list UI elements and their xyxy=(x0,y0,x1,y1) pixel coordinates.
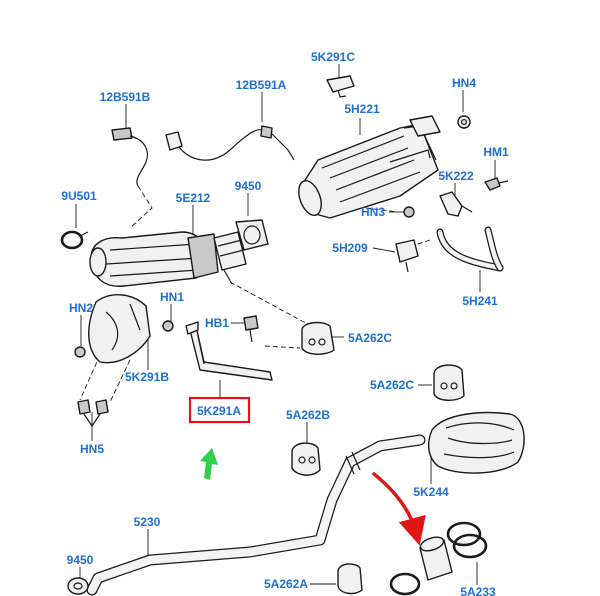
callout-hn4[interactable]: HN4 xyxy=(452,76,476,90)
sensor-12b591a xyxy=(165,125,295,161)
clamp-9u501 xyxy=(60,230,89,250)
pipe-5230 xyxy=(86,434,426,596)
bracket-5k291c xyxy=(326,75,355,98)
tubes-5h241 xyxy=(436,226,504,272)
callout-5h209[interactable]: 5H209 xyxy=(332,241,368,255)
sensor-5h209 xyxy=(395,239,419,273)
bracket-5k291a xyxy=(185,321,273,381)
clips-hn5 xyxy=(77,399,109,428)
callout-12b591a[interactable]: 12B591A xyxy=(236,78,287,92)
heat-shield-5k291b xyxy=(88,294,151,364)
nut-hn1 xyxy=(162,320,174,332)
mount-5a262c-lower xyxy=(433,364,465,401)
dpf-5h221 xyxy=(298,115,441,219)
callout-hn1[interactable]: HN1 xyxy=(160,290,184,304)
nut-hn2 xyxy=(74,346,86,358)
callout-5a262c-upper[interactable]: 5A262C xyxy=(348,331,392,345)
callout-9u501[interactable]: 9U501 xyxy=(61,189,97,203)
callout-hn3[interactable]: HN3 xyxy=(361,205,385,219)
callout-5e212[interactable]: 5E212 xyxy=(176,191,211,205)
highlight-box-5k291a xyxy=(188,396,251,424)
callout-12b591b[interactable]: 12B591B xyxy=(100,90,151,104)
bracket-5k222 xyxy=(439,191,473,217)
callout-hn5[interactable]: HN5 xyxy=(80,442,104,456)
callout-5k222[interactable]: 5K222 xyxy=(438,169,474,183)
mount-5a262a xyxy=(337,563,363,595)
mount-5a262b xyxy=(291,442,321,476)
muffler-5k244 xyxy=(427,411,525,474)
callout-hn2[interactable]: HN2 xyxy=(69,301,93,315)
callout-5k244[interactable]: 5K244 xyxy=(413,485,449,499)
callout-5k291b[interactable]: 5K291B xyxy=(125,370,169,384)
callout-5a233[interactable]: 5A233 xyxy=(460,585,496,596)
callout-5k291a[interactable]: 5K291A xyxy=(197,404,241,418)
callout-5h241[interactable]: 5H241 xyxy=(462,294,498,308)
callout-9450-bottom[interactable]: 9450 xyxy=(67,553,94,567)
callout-5a262b[interactable]: 5A262B xyxy=(286,408,330,422)
nut-hn3 xyxy=(403,206,415,218)
tailpipe-5a233 xyxy=(389,521,488,596)
catalyst-5e212 xyxy=(89,231,219,287)
bolt-hb1 xyxy=(243,315,259,343)
callout-5h221[interactable]: 5H221 xyxy=(344,102,380,116)
callout-5a262c-lower[interactable]: 5A262C xyxy=(370,378,414,392)
nut-hn4 xyxy=(457,115,471,129)
callout-5a262a[interactable]: 5A262A xyxy=(264,577,308,591)
stud-hm1 xyxy=(484,177,509,191)
green-arrow-indicator xyxy=(200,448,218,480)
callout-hm1[interactable]: HM1 xyxy=(483,145,509,159)
sensor-12b591b xyxy=(111,127,149,187)
gasket-9450-bottom xyxy=(67,577,89,595)
callout-5k291c[interactable]: 5K291C xyxy=(311,50,355,64)
red-arrow-indicator xyxy=(372,472,426,546)
callout-labels: 5K291C 12B591A 12B591B HN4 5H221 HM1 9U5… xyxy=(61,50,509,596)
flex-joint xyxy=(213,231,247,285)
callout-9450-top[interactable]: 9450 xyxy=(235,179,262,193)
mount-5a262c-upper xyxy=(301,321,335,355)
leader-lines xyxy=(75,64,496,585)
callout-hb1[interactable]: HB1 xyxy=(205,316,229,330)
callout-5230[interactable]: 5230 xyxy=(134,515,161,529)
